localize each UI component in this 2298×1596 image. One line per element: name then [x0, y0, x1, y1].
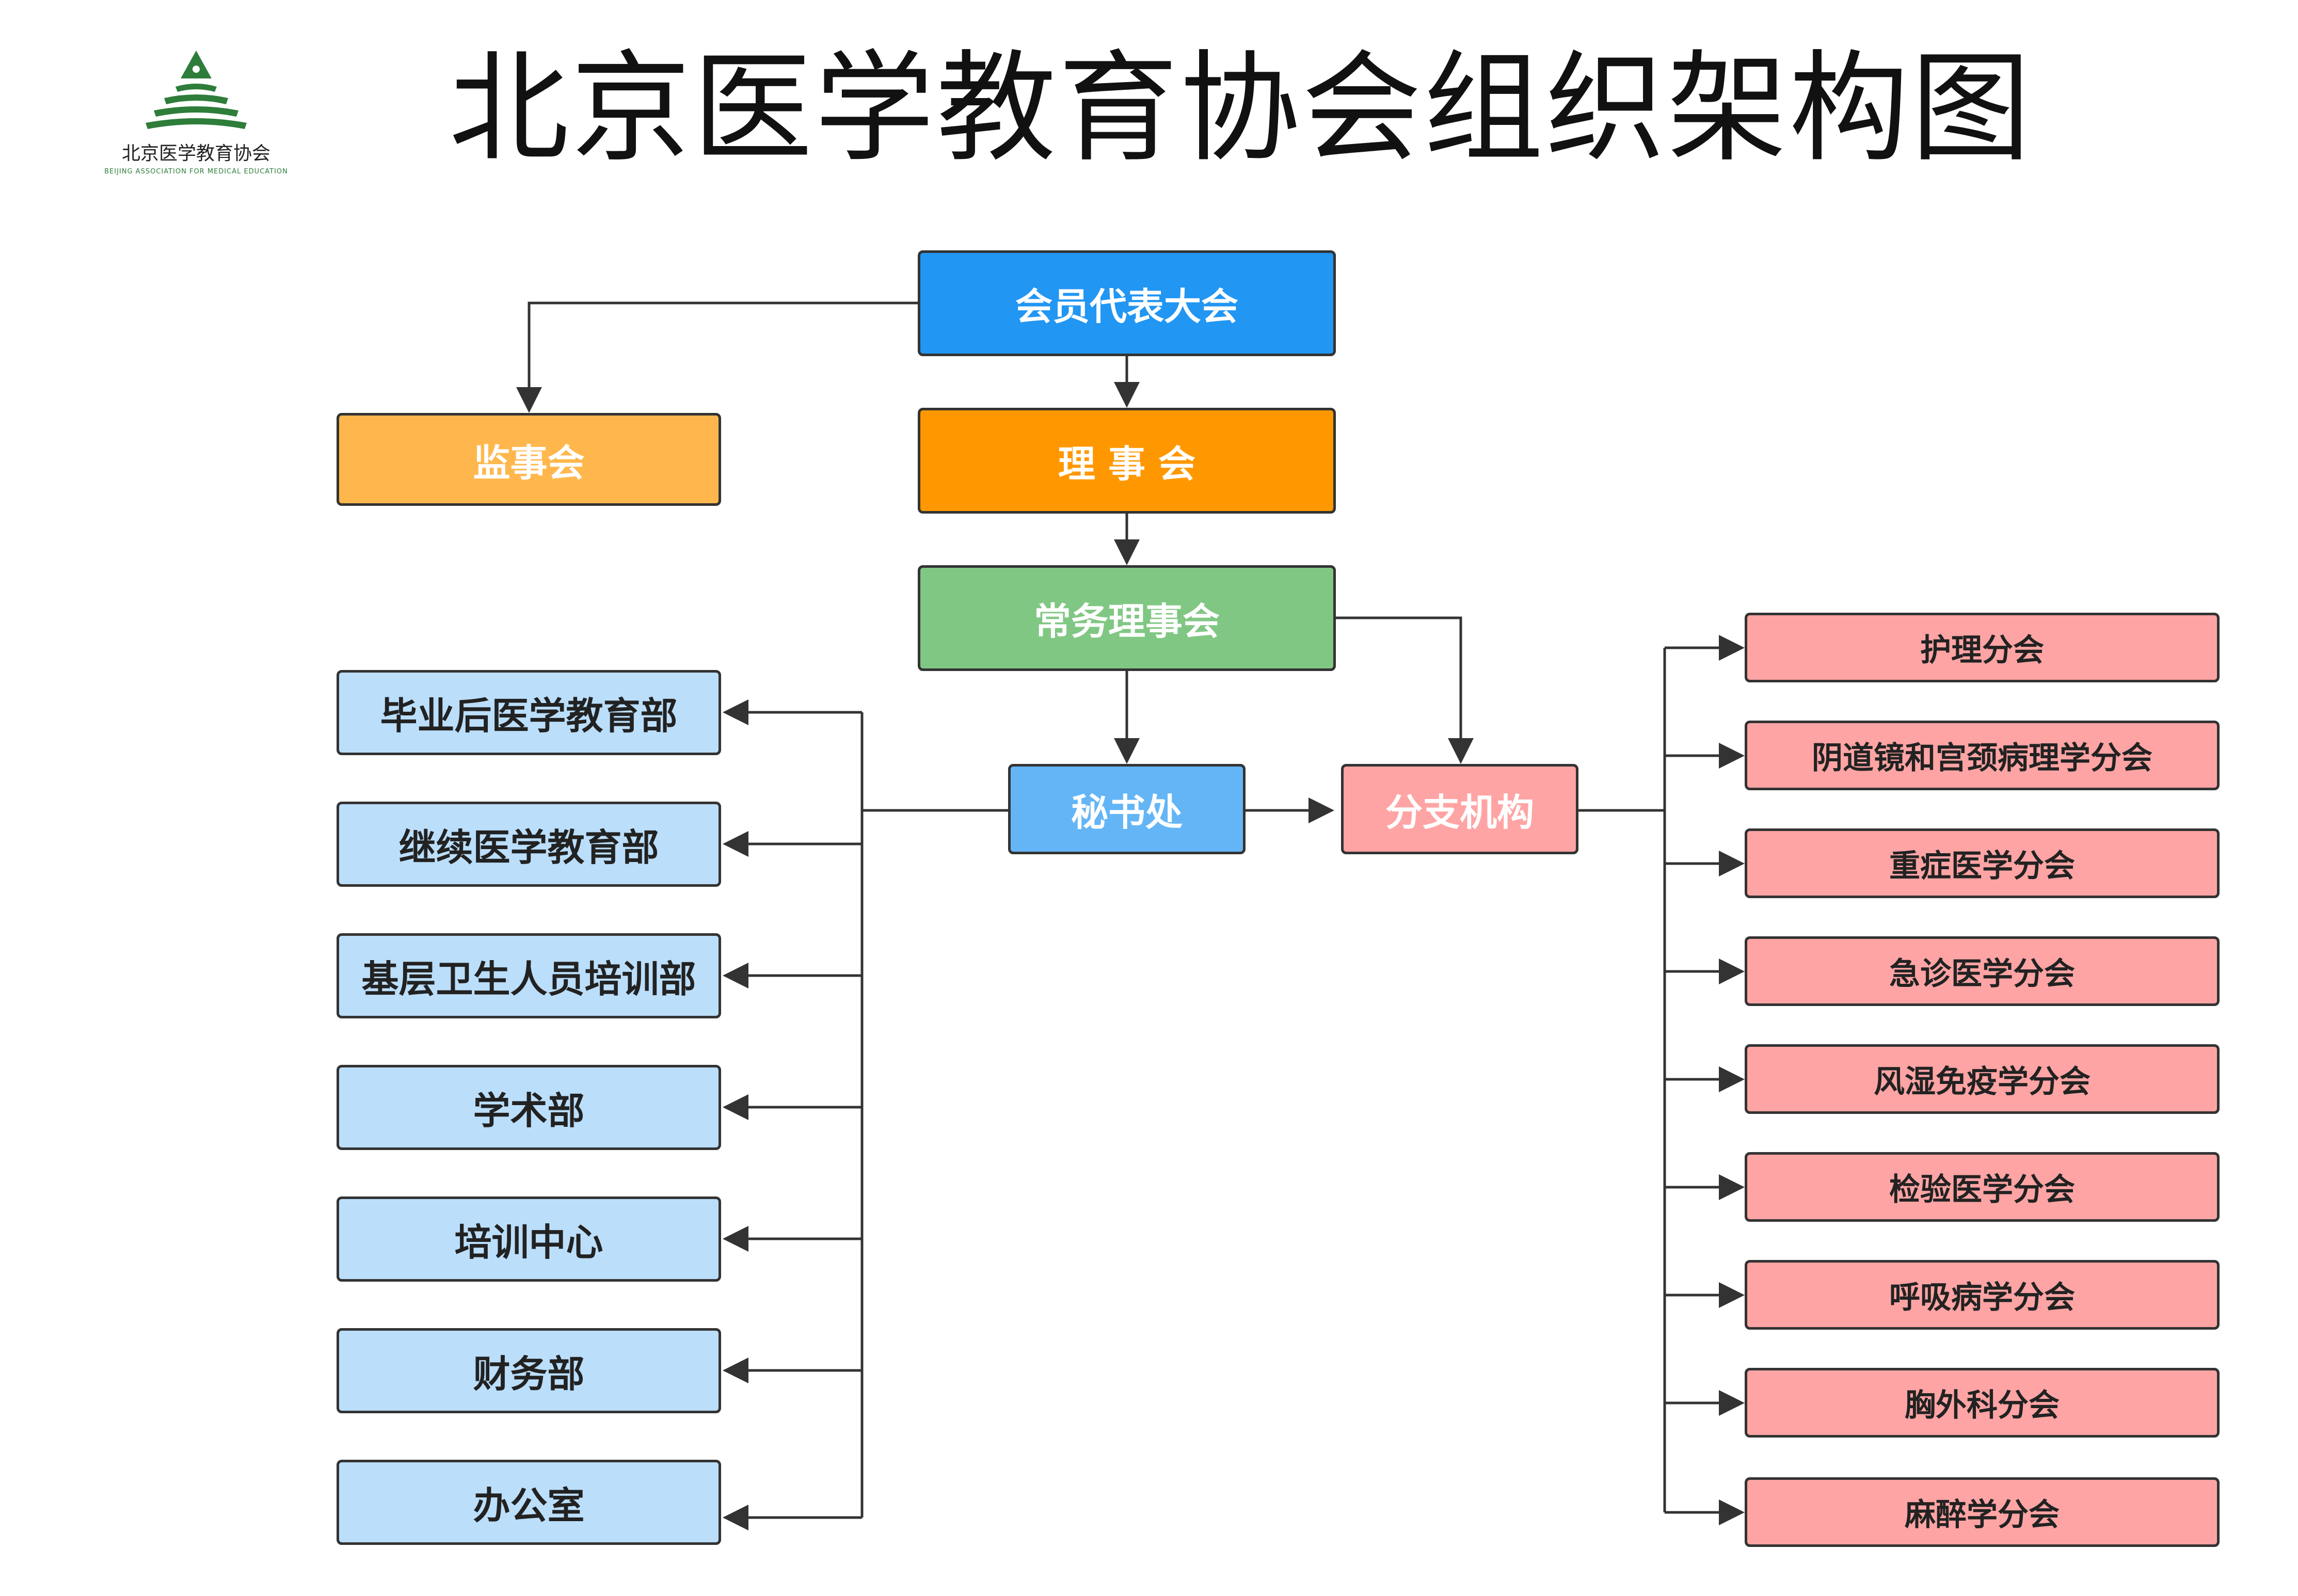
branch-label: 阴道镜和宫颈病理学分会 [1812, 740, 2152, 776]
department-label: 基层卫生人员培训部 [361, 957, 696, 1001]
branch-box: 护理分会 [1745, 613, 2220, 682]
department-label: 培训中心 [454, 1221, 603, 1264]
department-box: 培训中心 [337, 1196, 721, 1282]
branch-box: 检验医学分会 [1745, 1152, 2220, 1222]
department-label: 办公室 [473, 1484, 585, 1527]
branch-label: 急诊医学分会 [1889, 956, 2075, 992]
logo-name-cn: 北京医学教育协会 [121, 143, 270, 164]
branch-label: 麻醉学分会 [1905, 1497, 2060, 1533]
node-council-label: 理 事 会 [1058, 442, 1196, 486]
tree-logo-icon [146, 51, 247, 129]
node-branch-org: 分支机构 [1341, 764, 1578, 854]
logo-name-en: BEIJING ASSOCIATION FOR MEDICAL EDUCATIO… [104, 168, 288, 175]
node-standing-council-label: 常务理事会 [1033, 600, 1220, 643]
node-standing-council: 常务理事会 [918, 565, 1336, 671]
branch-box: 风湿免疫学分会 [1745, 1044, 2220, 1114]
node-supervisory-board-label: 监事会 [473, 441, 585, 485]
department-box: 学术部 [337, 1065, 721, 1150]
branch-box: 急诊医学分会 [1745, 936, 2220, 1006]
page-title: 北京医学教育协会组织架构图 [449, 39, 2033, 178]
node-members-assembly-label: 会员代表大会 [1015, 285, 1238, 328]
department-label: 学术部 [473, 1089, 585, 1132]
department-box: 基层卫生人员培训部 [337, 933, 721, 1018]
node-secretariat-label: 秘书处 [1071, 791, 1183, 834]
node-branch-org-label: 分支机构 [1385, 791, 1534, 834]
branch-box: 重症医学分会 [1745, 828, 2220, 898]
node-members-assembly: 会员代表大会 [918, 250, 1336, 356]
department-box: 财务部 [337, 1328, 721, 1413]
branch-label: 检验医学分会 [1889, 1172, 2075, 1208]
branch-box: 阴道镜和宫颈病理学分会 [1745, 721, 2220, 790]
department-label: 毕业后医学教育部 [380, 694, 678, 738]
branch-label: 重症医学分会 [1889, 848, 2075, 884]
branch-box: 麻醉学分会 [1745, 1477, 2220, 1547]
branch-box: 胸外科分会 [1745, 1368, 2220, 1438]
node-council: 理 事 会 [918, 408, 1336, 514]
department-box: 继续医学教育部 [337, 802, 721, 887]
branch-label: 呼吸病学分会 [1889, 1280, 2075, 1316]
connector-assembly-to-supervisory [516, 301, 918, 413]
department-box: 毕业后医学教育部 [337, 670, 721, 755]
branch-box: 呼吸病学分会 [1745, 1260, 2220, 1330]
node-secretariat: 秘书处 [1008, 764, 1246, 854]
department-box: 办公室 [337, 1460, 721, 1545]
branch-label: 胸外科分会 [1905, 1387, 2060, 1424]
department-label: 财务部 [473, 1352, 585, 1396]
node-supervisory-board: 监事会 [337, 413, 721, 506]
department-label: 继续医学教育部 [398, 826, 659, 869]
association-logo: 北京医学教育协会 BEIJING ASSOCIATION FOR MEDICAL… [98, 46, 294, 186]
branch-label: 风湿免疫学分会 [1874, 1064, 2090, 1100]
connector-standing-to-branch [1336, 616, 1474, 764]
branch-label: 护理分会 [1920, 632, 2044, 668]
